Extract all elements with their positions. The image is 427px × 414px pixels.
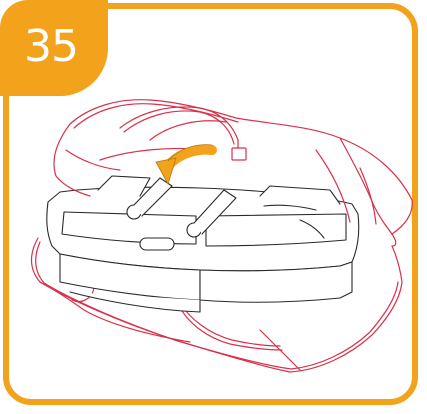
step-badge: 35 [0,0,108,96]
stroller-base [46,175,360,313]
curved-arrow-icon [155,144,217,185]
step-number: 35 [24,20,79,72]
bag-top-outline [53,99,413,247]
